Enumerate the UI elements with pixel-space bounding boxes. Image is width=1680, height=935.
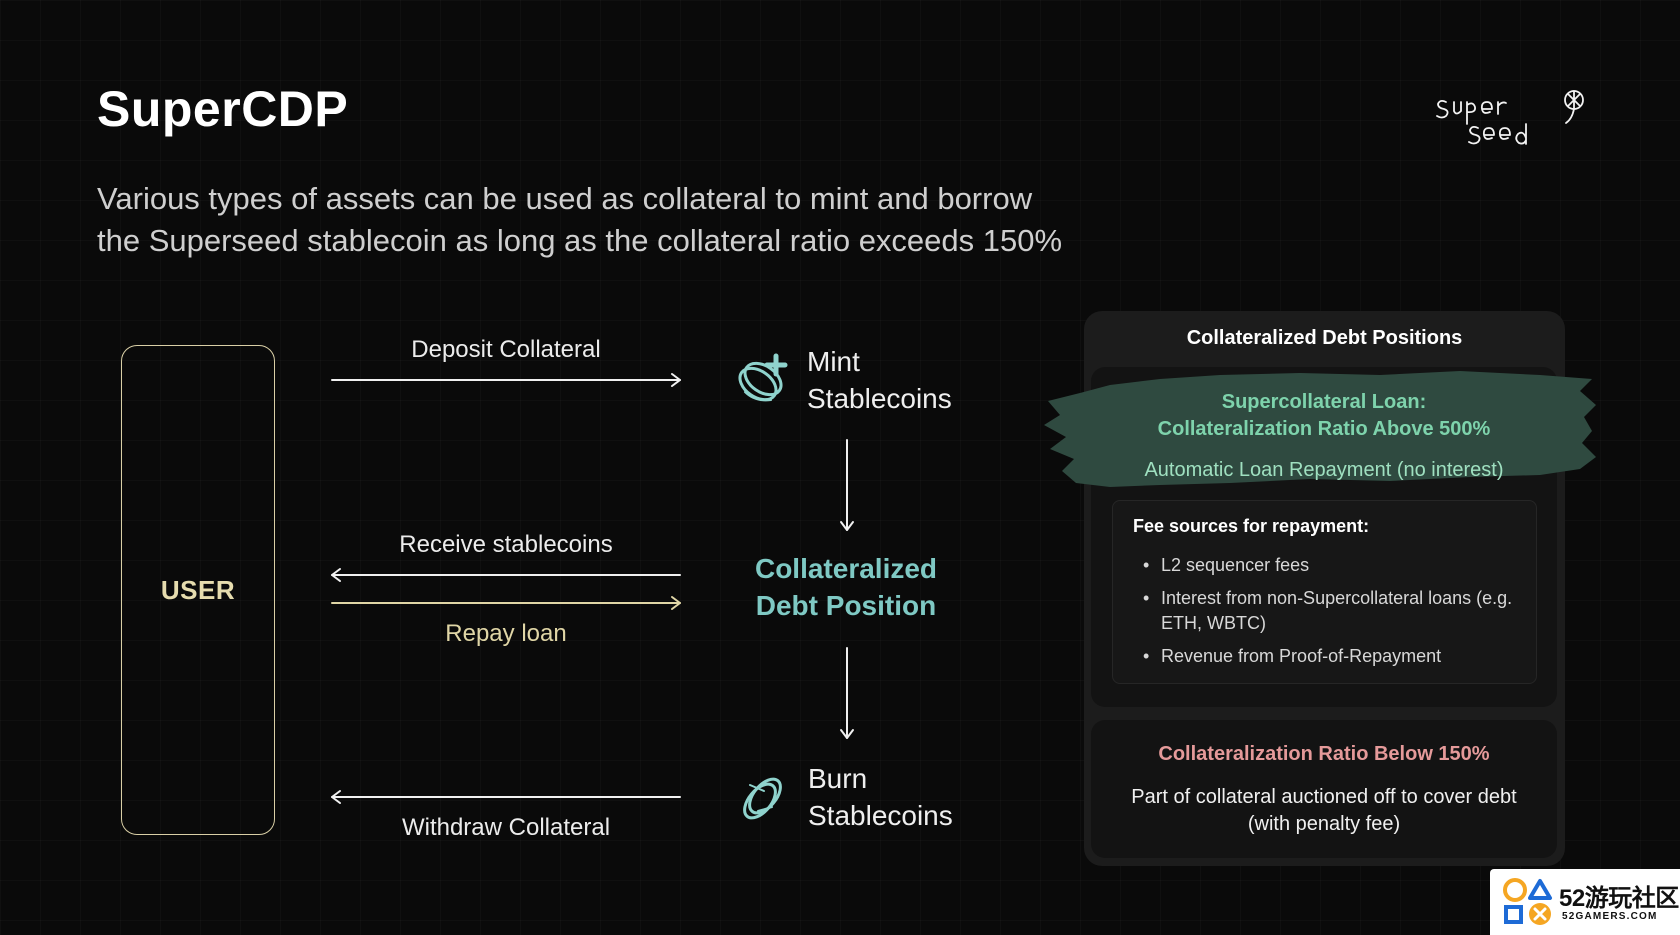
user-label: USER bbox=[160, 574, 236, 605]
below-ratio-card bbox=[1091, 720, 1557, 858]
burn-line-1: Burn bbox=[808, 763, 868, 794]
subtitle-line-1: Various types of assets can be used as c… bbox=[97, 181, 1033, 216]
receive-arrow bbox=[331, 568, 681, 582]
fee-sources-title: Fee sources for repayment: bbox=[1133, 516, 1370, 536]
mint-line-2: Stablecoins bbox=[807, 383, 952, 414]
burn-line-2: Stablecoins bbox=[808, 800, 953, 831]
supercollateral-title: Supercollateral Loan: Collateralization … bbox=[1091, 389, 1557, 443]
mint-to-cdp-arrow bbox=[840, 439, 854, 531]
watermark-sub-text: 52GAMERS.COM bbox=[1562, 911, 1658, 922]
repay-loan-label: Repay loan bbox=[445, 620, 567, 647]
supercollateral-title-line-2: Collateralization Ratio Above 500% bbox=[1157, 418, 1491, 440]
user-box: USER bbox=[121, 345, 275, 835]
fee-item-proof-of-repayment: Revenue from Proof-of-Repayment bbox=[1143, 644, 1528, 669]
coin-burn-icon bbox=[743, 777, 782, 820]
cdp-panel-title: Collateralized Debt Positions bbox=[1186, 327, 1463, 349]
repay-arrow bbox=[331, 596, 681, 610]
cdp-node-label: Collateralized Debt Position bbox=[726, 550, 966, 624]
receive-stablecoins-label: Receive stablecoins bbox=[399, 531, 613, 558]
mint-stablecoins-label: Mint Stablecoins bbox=[807, 343, 952, 417]
superseed-logo bbox=[1436, 90, 1584, 145]
automatic-repayment-label: Automatic Loan Repayment (no interest) bbox=[1144, 459, 1504, 481]
withdraw-arrow bbox=[331, 790, 681, 804]
withdraw-collateral-label: Withdraw Collateral bbox=[401, 814, 611, 841]
coin-plus-icon bbox=[738, 353, 788, 402]
subtitle-line-2: the Superseed stablecoin as long as the … bbox=[97, 223, 1063, 258]
below-ratio-title: Collateralization Ratio Below 150% bbox=[1158, 743, 1490, 765]
burn-stablecoins-label: Burn Stablecoins bbox=[808, 760, 953, 834]
fee-item-sequencer: L2 sequencer fees bbox=[1143, 553, 1528, 578]
brush-highlight bbox=[1044, 371, 1596, 487]
gamepad-symbols-icon bbox=[1503, 878, 1552, 925]
cdp-line-2: Debt Position bbox=[755, 590, 937, 621]
fee-item-interest: Interest from non-Supercollateral loans … bbox=[1143, 586, 1528, 636]
page-subtitle: Various types of assets can be used as c… bbox=[97, 178, 1197, 262]
watermark-main-text: 52游玩社区 bbox=[1559, 885, 1679, 912]
cdp-line-1: Collateralized bbox=[754, 553, 938, 584]
cdp-to-burn-arrow bbox=[840, 647, 854, 739]
fee-sources-list: L2 sequencer fees Interest from non-Supe… bbox=[1143, 553, 1528, 677]
deposit-collateral-label: Deposit Collateral bbox=[411, 336, 601, 363]
mint-line-1: Mint bbox=[807, 346, 860, 377]
deposit-arrow bbox=[331, 373, 681, 387]
page-title: SuperCDP bbox=[97, 81, 349, 137]
below-ratio-text: Part of collateral auctioned off to cove… bbox=[1131, 786, 1517, 835]
supercollateral-title-line-1: Supercollateral Loan: bbox=[1221, 391, 1427, 413]
